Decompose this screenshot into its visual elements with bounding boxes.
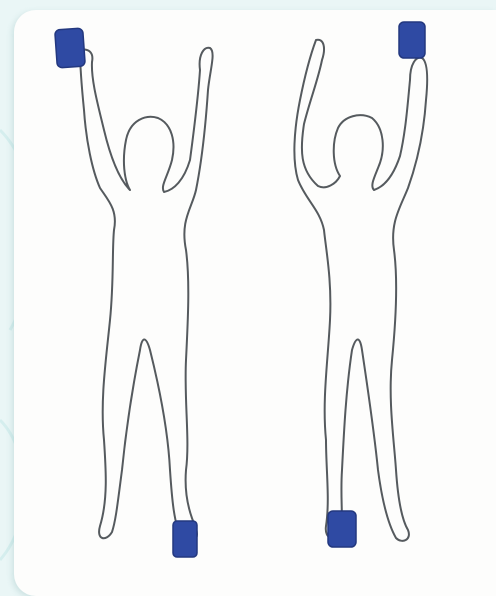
electrode-left-hand-icon	[399, 22, 425, 58]
illustration-card	[14, 10, 496, 596]
electrode-left-foot-icon	[173, 521, 197, 557]
electrode-right-hand-icon	[55, 28, 86, 68]
left-figure-outline	[80, 48, 213, 543]
left-figure	[55, 28, 213, 557]
electrode-placement-diagram	[14, 10, 496, 596]
right-figure	[294, 22, 427, 547]
right-figure-outline	[294, 40, 427, 541]
electrode-right-foot-icon	[328, 511, 356, 547]
